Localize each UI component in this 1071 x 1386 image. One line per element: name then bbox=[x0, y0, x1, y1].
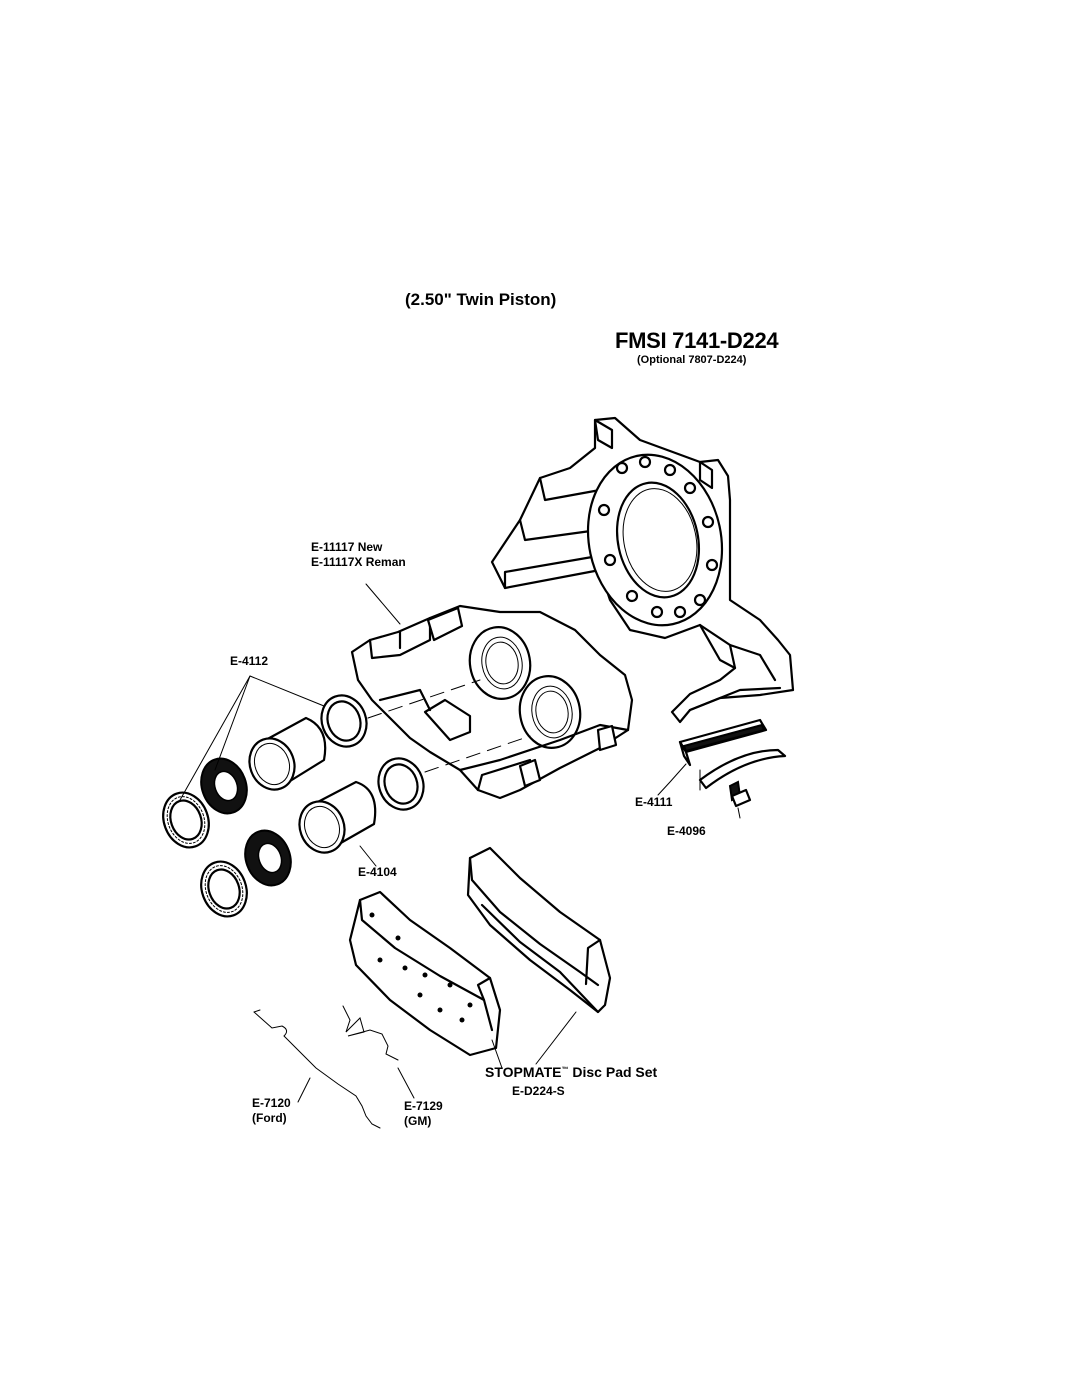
retainer-ring bbox=[162, 791, 210, 849]
optional-fmsi: (Optional 7807-D224) bbox=[637, 354, 747, 366]
caliper-key bbox=[678, 718, 787, 790]
anchor-plate bbox=[490, 416, 795, 724]
label-seal-kit: E-4112 bbox=[230, 654, 269, 668]
piston bbox=[248, 716, 327, 791]
anti-rattle-spring-ford bbox=[253, 1009, 381, 1129]
page-title: FMSI 7141-D224 bbox=[615, 328, 779, 353]
key-bolt bbox=[728, 780, 752, 808]
disc-pad-inner bbox=[348, 890, 502, 1057]
caliper-housing bbox=[350, 604, 634, 800]
trademark-symbol: ™ bbox=[561, 1066, 569, 1074]
label-key: E-4111 bbox=[635, 795, 673, 809]
pad-set-name: STOPMATE bbox=[485, 1064, 562, 1080]
label-caliper-new: E-11117 New bbox=[311, 540, 383, 554]
pad-set-suffix: Disc Pad Set bbox=[568, 1064, 658, 1080]
dust-boot bbox=[200, 757, 248, 815]
label-piston: E-4104 bbox=[358, 865, 397, 879]
label-pad-set: STOPMATE™ Disc Pad Set bbox=[485, 1064, 657, 1080]
label-spring-ford-note: (Ford) bbox=[252, 1111, 287, 1125]
label-spring-gm: E-7129 bbox=[404, 1099, 443, 1113]
seal-ring bbox=[320, 694, 368, 748]
label-bolt: E-4096 bbox=[667, 824, 706, 838]
anti-rattle-spring-gm bbox=[342, 1005, 399, 1061]
piston bbox=[298, 780, 377, 854]
assembly-centerlines bbox=[367, 679, 531, 773]
label-spring-ford: E-7120 bbox=[252, 1096, 291, 1110]
dust-boot bbox=[244, 829, 292, 887]
leader-lines bbox=[179, 583, 741, 1103]
disc-pad-outer bbox=[466, 846, 612, 1014]
subtitle: (2.50" Twin Piston) bbox=[405, 290, 557, 309]
seal-ring bbox=[377, 757, 425, 811]
label-spring-gm-note: (GM) bbox=[404, 1114, 432, 1128]
label-pad-set-code: E-D224-S bbox=[512, 1084, 565, 1098]
label-caliper-reman: E-11117X Reman bbox=[311, 555, 406, 569]
retainer-ring bbox=[200, 860, 248, 918]
